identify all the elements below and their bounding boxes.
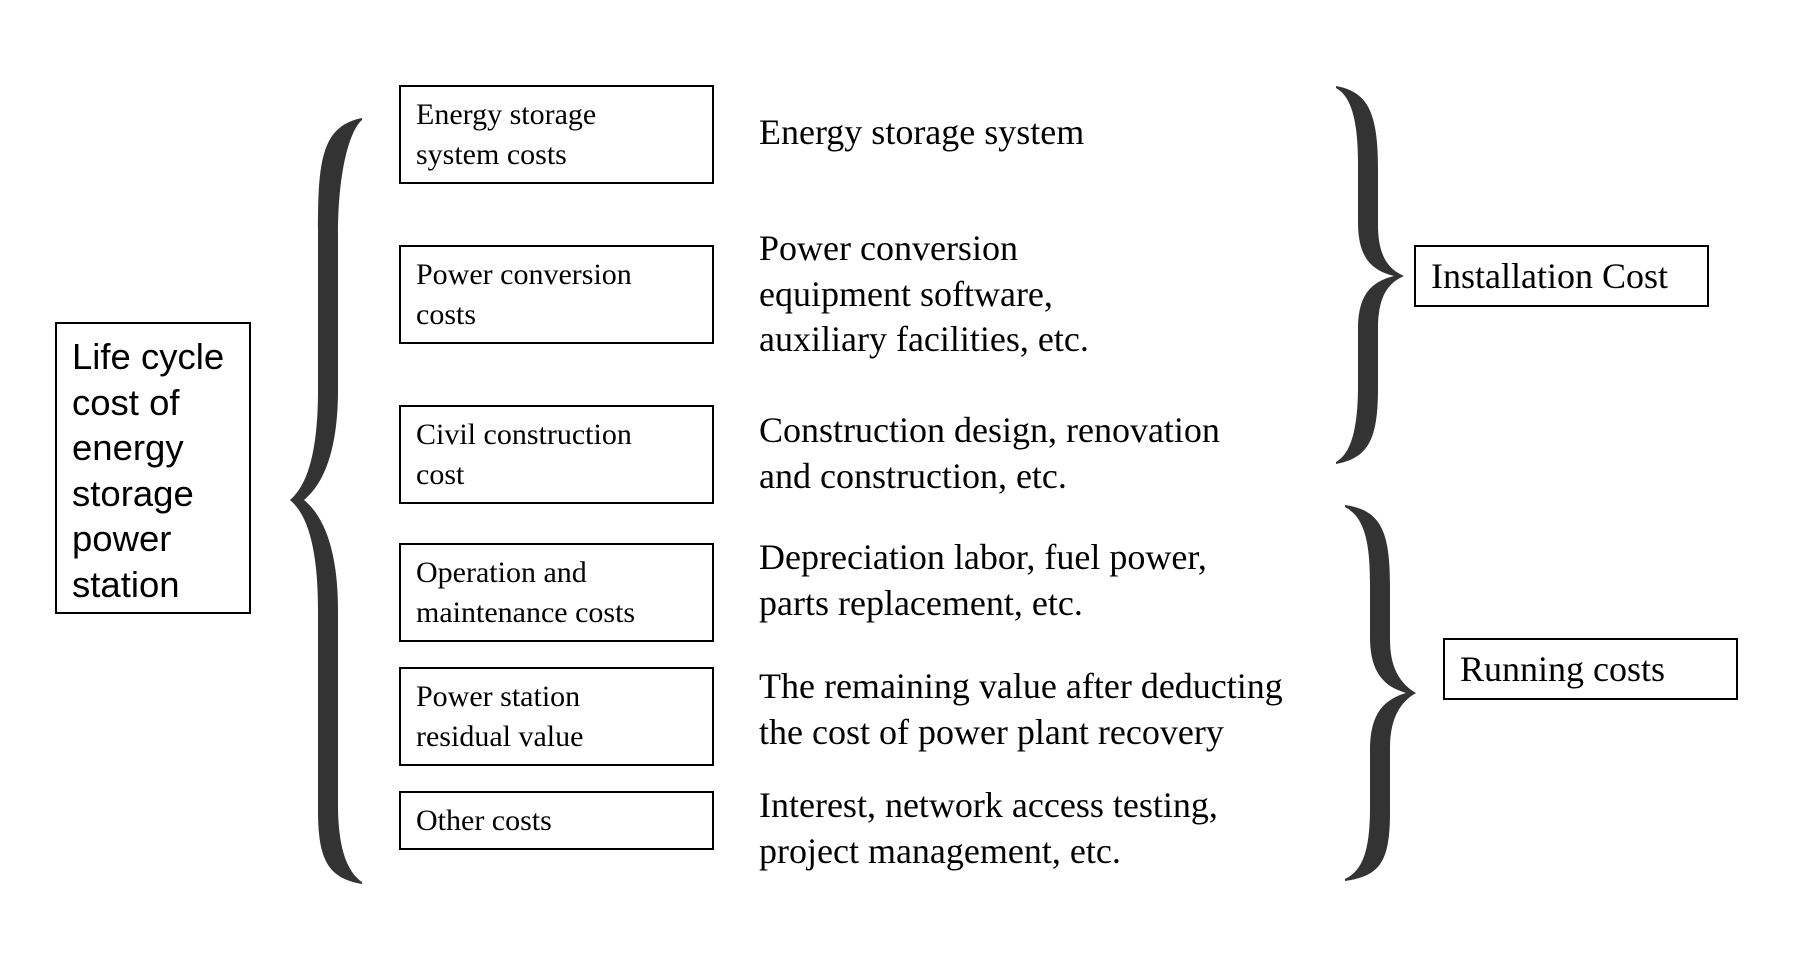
category-power-station-residual-value: Power station residual value (399, 667, 714, 766)
description-energy-storage-system: Energy storage system (759, 112, 1085, 152)
category-other-costs: Other costs (399, 791, 714, 850)
category-operation-maintenance-costs: Operation and maintenance costs (399, 543, 714, 642)
running-brace (1345, 505, 1416, 881)
group-running-costs: Running costs (1443, 638, 1738, 700)
description-civil-construction: Construction design, renovation and cons… (759, 410, 1220, 496)
category-energy-storage-system-costs: Energy storage system costs (399, 85, 714, 184)
group-installation-cost: Installation Cost (1414, 245, 1709, 307)
left-brace (290, 118, 362, 884)
category-civil-construction-cost: Civil construction cost (399, 405, 714, 504)
description-power-conversion: Power conversion equipment software, aux… (759, 228, 1089, 359)
description-residual-value: The remaining value after deducting the … (759, 666, 1283, 752)
category-power-conversion-costs: Power conversion costs (399, 245, 714, 344)
description-other-costs: Interest, network access testing, projec… (759, 785, 1218, 871)
description-operation-maintenance: Depreciation labor, fuel power, parts re… (759, 537, 1207, 623)
installation-brace (1336, 86, 1404, 464)
root-node-lifecycle-cost: Life cycle cost of energy storage power … (55, 322, 251, 614)
